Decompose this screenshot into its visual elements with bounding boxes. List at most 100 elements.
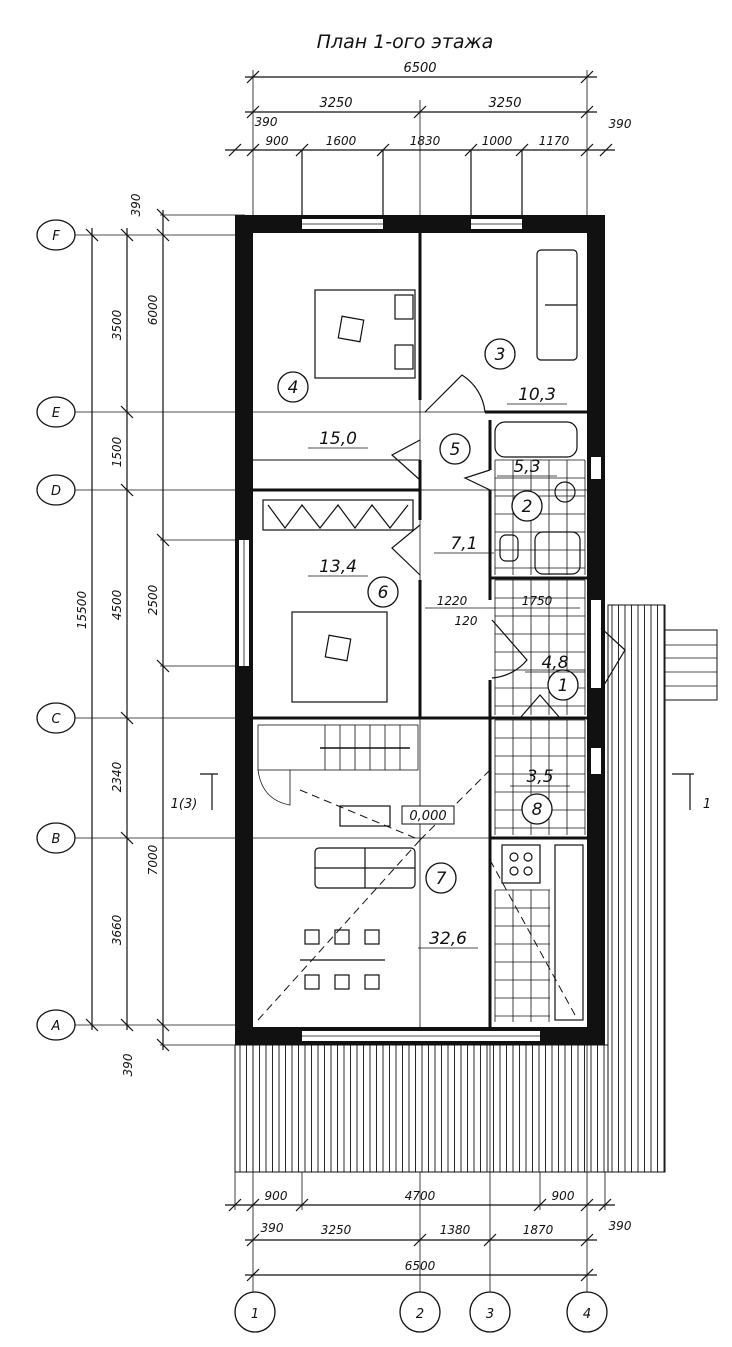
svg-text:E: E xyxy=(52,406,61,421)
room-4: 415,0 xyxy=(277,371,368,449)
furniture xyxy=(262,249,584,1021)
svg-text:4: 4 xyxy=(583,1307,591,1322)
dim-chain2: 2500 xyxy=(146,584,160,615)
dim-offset-bottom: 390 xyxy=(121,1053,135,1076)
dim-chain1: 3660 xyxy=(110,914,124,945)
svg-text:900: 900 xyxy=(265,1189,288,1203)
room-6: 613,4 xyxy=(308,557,399,608)
axis-bubble: C xyxy=(36,702,76,734)
room-number: 6 xyxy=(378,583,389,603)
dim-half-left: 3250 xyxy=(319,96,352,111)
room-2: 25,3 xyxy=(497,457,557,522)
doors xyxy=(390,374,626,719)
room-number-circle xyxy=(511,490,543,522)
svg-text:D: D xyxy=(51,484,61,499)
axis-bubble: A xyxy=(36,1009,76,1041)
dim-chain2: 7000 xyxy=(146,844,160,875)
svg-text:3: 3 xyxy=(486,1307,494,1322)
dim-seg: 1830 xyxy=(410,134,441,148)
terrace xyxy=(234,604,718,1173)
room-5: 57,1 xyxy=(434,433,494,554)
svg-text:4700: 4700 xyxy=(405,1189,436,1203)
svg-text:390: 390 xyxy=(609,1219,632,1233)
svg-text:1380: 1380 xyxy=(440,1223,471,1237)
svg-text:900: 900 xyxy=(552,1189,575,1203)
dim-chain2: 6000 xyxy=(146,294,160,325)
svg-text:F: F xyxy=(52,229,60,244)
terrace-steps xyxy=(664,629,718,701)
axis-bubble: 4 xyxy=(566,1291,608,1333)
room-8: 83,5 xyxy=(510,767,570,825)
room-number: 8 xyxy=(532,800,543,820)
room-number-circle xyxy=(425,862,457,894)
room-number: 4 xyxy=(288,378,299,398)
dim-seg: 1600 xyxy=(326,134,357,148)
svg-text:A: A xyxy=(51,1019,61,1034)
dim-half-right: 3250 xyxy=(488,96,521,111)
dim-seg: 900 xyxy=(266,134,289,148)
dim-total-left: 15500 xyxy=(75,591,89,630)
room-area: 7,1 xyxy=(450,534,477,554)
svg-text:3250: 3250 xyxy=(321,1223,352,1237)
room-1: 14,8 xyxy=(525,653,585,701)
svg-text:6500: 6500 xyxy=(405,1259,436,1273)
tile-pattern xyxy=(494,459,586,1022)
room-area: 13,4 xyxy=(319,557,357,577)
bottom-dimensions: 900 4700 900 390 390 3250 1380 1870 6500 xyxy=(225,1045,632,1295)
axis-bubble: D xyxy=(36,474,76,506)
row-axes: F E D C B A xyxy=(36,219,76,1041)
dim-chain1: 2340 xyxy=(110,761,124,792)
room-area: 4,8 xyxy=(541,653,568,673)
room-number-circle xyxy=(484,338,516,370)
dim-chain1: 3500 xyxy=(110,309,124,340)
svg-text:1220: 1220 xyxy=(437,594,468,608)
room-7: 732,6 xyxy=(418,862,478,949)
opening-marks xyxy=(257,769,576,1021)
svg-text:1750: 1750 xyxy=(522,594,553,608)
svg-text:1: 1 xyxy=(251,1307,259,1322)
room-area: 3,5 xyxy=(526,767,553,787)
section-mark-right: 1 xyxy=(672,773,711,812)
dim-chain1: 4500 xyxy=(110,589,124,620)
dim-seg: 1000 xyxy=(482,134,513,148)
column-axes: 1 2 3 4 xyxy=(234,1291,608,1333)
dim-offset-right: 390 xyxy=(609,117,632,131)
interior-walls xyxy=(253,233,587,1027)
svg-text:120: 120 xyxy=(455,614,478,628)
dim-total-top: 6500 xyxy=(403,61,436,76)
svg-text:1870: 1870 xyxy=(523,1223,554,1237)
room-area: 15,0 xyxy=(319,429,357,449)
room-number: 1 xyxy=(558,676,569,696)
dim-chain1: 1500 xyxy=(110,436,124,467)
svg-text:2: 2 xyxy=(416,1307,424,1322)
inner-dimensions: 1220 1750 120 xyxy=(425,594,580,628)
svg-text:0,000: 0,000 xyxy=(409,809,446,824)
dim-offset-left: 390 xyxy=(255,115,278,129)
axis-bubble: 3 xyxy=(469,1291,511,1333)
room-number-circle xyxy=(439,433,471,465)
dim-seg: 1170 xyxy=(539,134,570,148)
room-3: 310,3 xyxy=(484,338,567,405)
room-area: 10,3 xyxy=(518,385,556,405)
axis-bubble: E xyxy=(36,396,76,428)
room-number-circle xyxy=(547,669,579,701)
axis-bubble: 1 xyxy=(234,1291,276,1333)
axis-bubble: B xyxy=(36,822,76,854)
stairs xyxy=(257,724,419,806)
dim-offset-top: 390 xyxy=(129,193,143,216)
room-number: 2 xyxy=(522,497,533,517)
svg-text:C: C xyxy=(51,712,61,727)
room-number-circle xyxy=(277,371,309,403)
outer-walls xyxy=(235,215,605,1045)
svg-text:390: 390 xyxy=(261,1221,284,1235)
room-number-circle xyxy=(367,576,399,608)
section-mark-left: 1(3) xyxy=(171,773,218,812)
room-number: 3 xyxy=(495,345,506,365)
level-mark: 0,000 xyxy=(401,805,455,825)
axis-bubble: 2 xyxy=(399,1291,441,1333)
room-area: 5,3 xyxy=(513,457,540,477)
left-dimensions: 390 390 15500 3500 1500 4500 2340 3660 6… xyxy=(75,193,600,1076)
room-area: 32,6 xyxy=(429,929,467,949)
